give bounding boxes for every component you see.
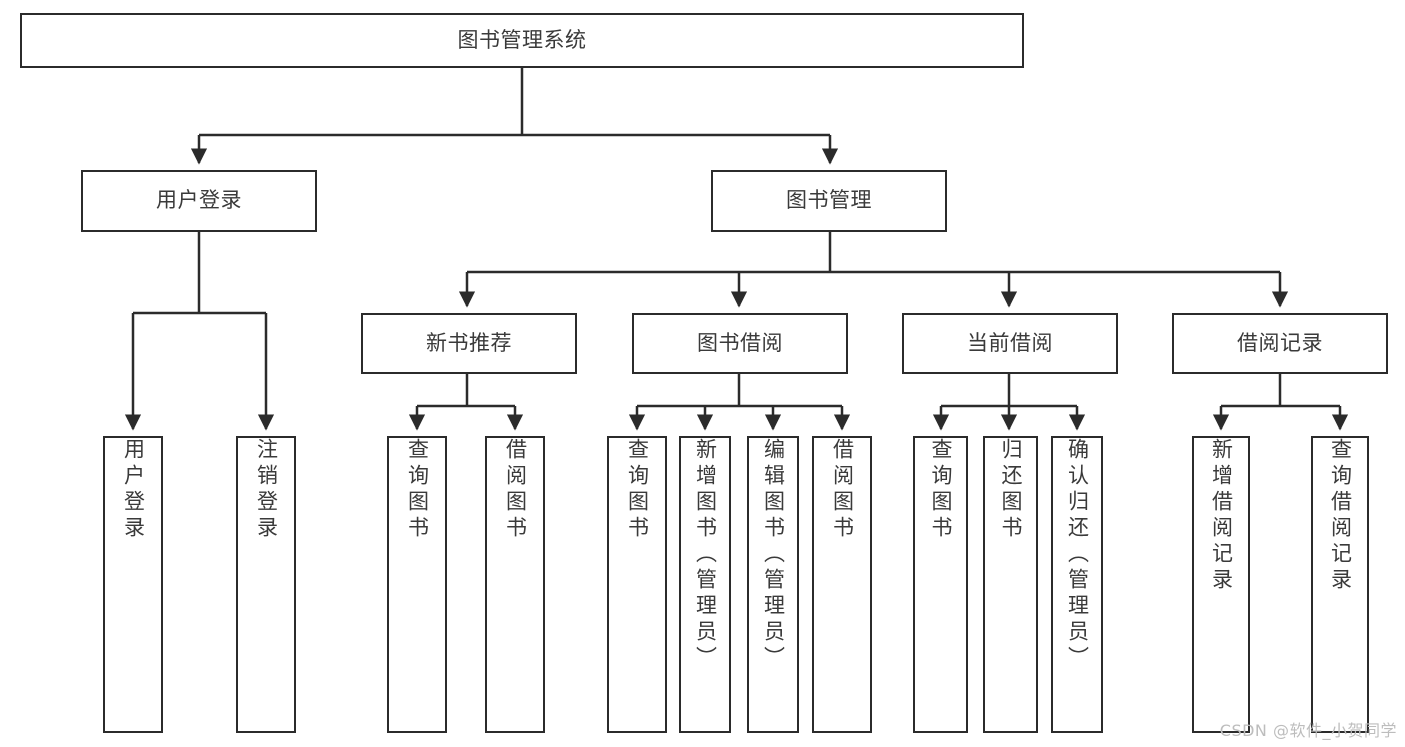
node-leaf-query-book-2-label: 查询图书: [625, 438, 650, 542]
node-borrow-record-label: 借阅记录: [1237, 330, 1323, 355]
node-root-label: 图书管理系统: [457, 27, 587, 52]
node-leaf-return-book-label: 归还图书: [999, 438, 1023, 542]
node-leaf-user-logout-label: 注销登录: [254, 438, 279, 542]
node-current-borrow-label: 当前借阅: [967, 330, 1053, 355]
node-book-manage-label: 图书管理: [786, 188, 872, 213]
node-leaf-user-logout[interactable]: 注销登录: [236, 436, 296, 733]
node-book-borrow-label: 图书借阅: [697, 330, 783, 355]
node-leaf-borrow-book-1[interactable]: 借阅图书: [485, 436, 545, 733]
node-leaf-return-book[interactable]: 归还图书: [983, 436, 1038, 733]
node-leaf-query-book-1[interactable]: 查询图书: [387, 436, 447, 733]
node-leaf-add-record-label: 新增借阅记录: [1209, 438, 1234, 594]
node-leaf-user-login-label: 用户登录: [121, 438, 146, 542]
csdn-watermark: CSDN @软件_小贺同学: [1219, 721, 1397, 740]
node-new-book-rec[interactable]: 新书推荐: [361, 313, 577, 374]
node-leaf-borrow-book-2-label: 借阅图书: [830, 438, 855, 542]
node-leaf-query-record-label: 查询借阅记录: [1328, 438, 1353, 594]
node-leaf-query-book-3-label: 查询图书: [929, 438, 953, 542]
node-leaf-query-book-2[interactable]: 查询图书: [607, 436, 667, 733]
node-user-login-label: 用户登录: [156, 188, 242, 213]
node-new-book-rec-label: 新书推荐: [426, 330, 512, 355]
node-leaf-add-book-label: 新增图书（管理员）: [693, 438, 718, 672]
node-current-borrow[interactable]: 当前借阅: [902, 313, 1118, 374]
node-leaf-borrow-book-2[interactable]: 借阅图书: [812, 436, 872, 733]
node-leaf-user-login[interactable]: 用户登录: [103, 436, 163, 733]
node-leaf-confirm-return-label: 确认归还（管理员）: [1065, 438, 1090, 672]
node-leaf-query-record[interactable]: 查询借阅记录: [1311, 436, 1369, 733]
node-user-login[interactable]: 用户登录: [81, 170, 317, 232]
node-leaf-edit-book-label: 编辑图书（管理员）: [761, 438, 786, 672]
node-book-borrow[interactable]: 图书借阅: [632, 313, 848, 374]
node-leaf-edit-book[interactable]: 编辑图书（管理员）: [747, 436, 799, 733]
node-book-manage[interactable]: 图书管理: [711, 170, 947, 232]
node-leaf-add-book[interactable]: 新增图书（管理员）: [679, 436, 731, 733]
node-leaf-query-book-3[interactable]: 查询图书: [913, 436, 968, 733]
node-root[interactable]: 图书管理系统: [20, 13, 1024, 68]
node-leaf-query-book-1-label: 查询图书: [405, 438, 430, 542]
node-borrow-record[interactable]: 借阅记录: [1172, 313, 1388, 374]
node-leaf-borrow-book-1-label: 借阅图书: [503, 438, 528, 542]
node-leaf-confirm-return[interactable]: 确认归还（管理员）: [1051, 436, 1103, 733]
node-leaf-add-record[interactable]: 新增借阅记录: [1192, 436, 1250, 733]
